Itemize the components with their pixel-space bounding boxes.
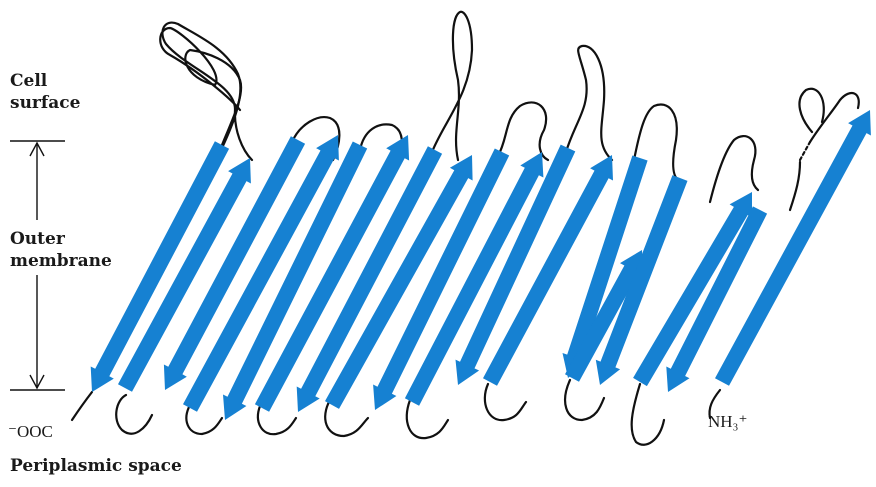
beta-strand-15 [596, 175, 688, 385]
c-terminal-tail [72, 392, 92, 420]
turn-p5 [407, 400, 448, 438]
turn-p7 [565, 380, 604, 420]
n-terminal-tail [709, 390, 720, 418]
membrane-boundary [10, 141, 65, 390]
loop-5 [498, 102, 548, 160]
loop-9-dashed [800, 142, 810, 160]
turn-p6 [485, 384, 526, 420]
loop-9-left [790, 162, 800, 210]
loop-1-clean [162, 23, 252, 160]
turn-p8 [632, 384, 664, 445]
loop-6 [566, 46, 612, 160]
turn-p1 [116, 395, 152, 434]
loop-1-extracellular [160, 28, 241, 145]
beta-strand-1 [91, 141, 229, 392]
turn-p2 [186, 405, 222, 434]
loop-8 [710, 136, 758, 202]
loop-4 [432, 12, 472, 160]
turn-p4 [325, 400, 368, 436]
turn-p3 [258, 406, 296, 434]
